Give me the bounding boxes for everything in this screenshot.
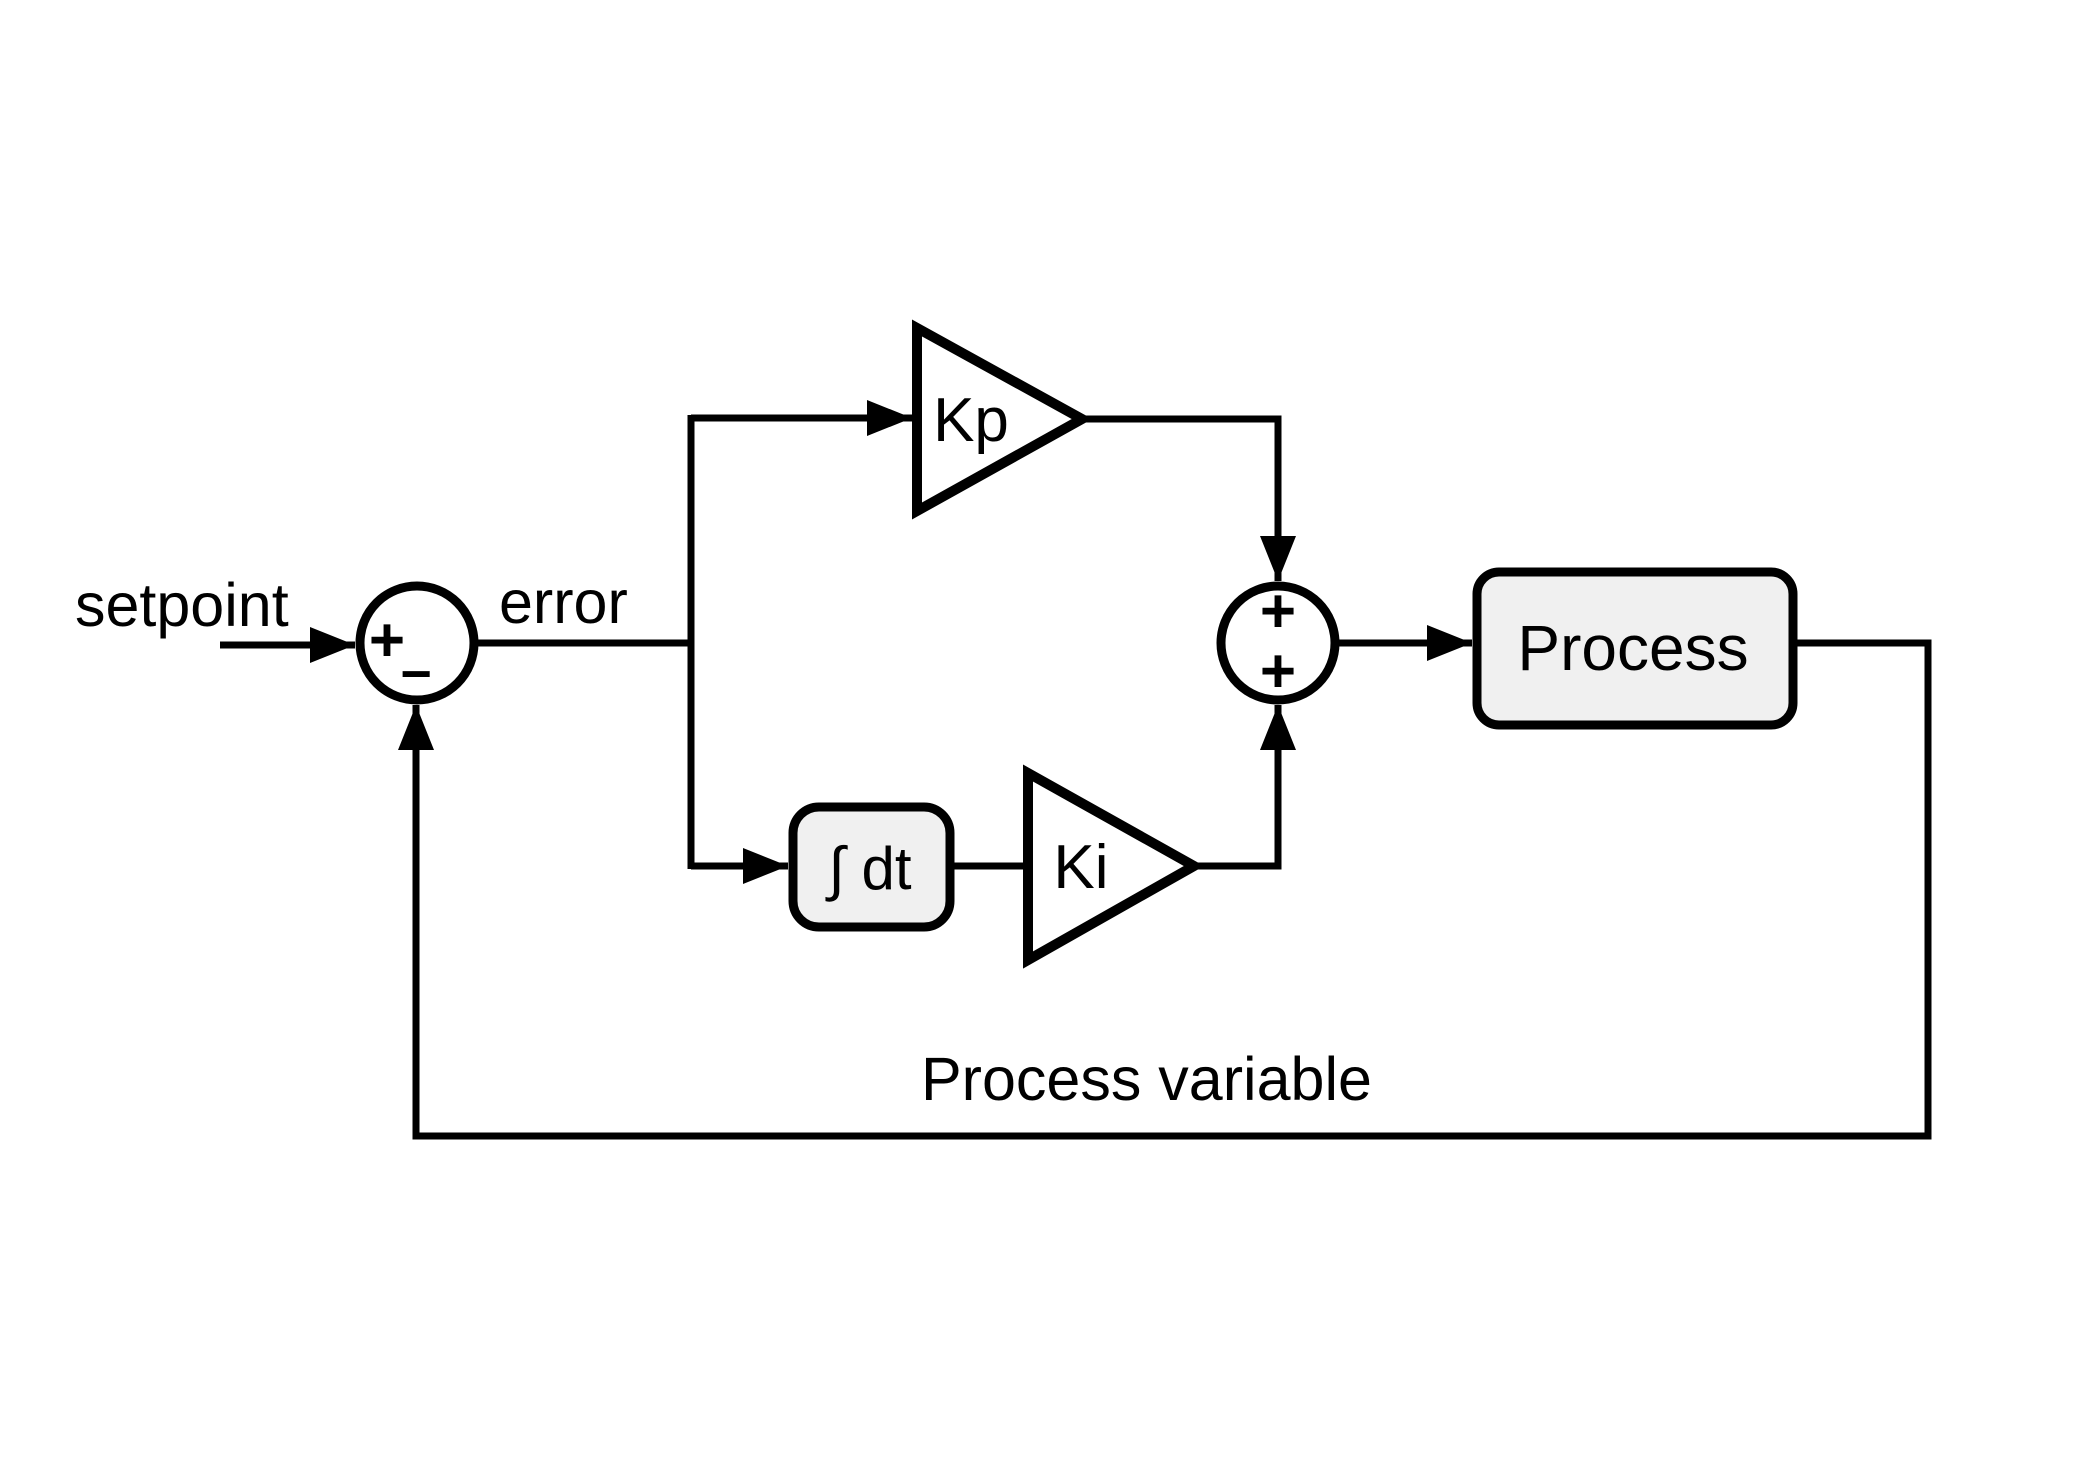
ki-label: Ki xyxy=(1053,833,1108,902)
sum1-minus-sign: − xyxy=(400,644,432,704)
ki-gain-block xyxy=(1023,764,1205,969)
integrator-block xyxy=(788,802,955,932)
error-label: error xyxy=(499,568,628,636)
sum1-plus-sign: + xyxy=(369,606,405,675)
integrator-label: ∫ dt xyxy=(825,835,911,902)
kp-label: Kp xyxy=(933,386,1009,455)
setpoint-label: setpoint xyxy=(75,571,289,639)
wire-ki-output xyxy=(1194,705,1296,870)
sum2-plus-bottom-sign: + xyxy=(1260,637,1296,706)
wire-feedback-loop xyxy=(398,639,1932,1140)
sum-junction-controller-output xyxy=(1216,581,1340,705)
sum-junction-error xyxy=(355,581,479,705)
process-variable-label: Process variable xyxy=(921,1045,1372,1113)
kp-gain-block xyxy=(912,319,1093,520)
process-label: Process xyxy=(1517,612,1748,684)
process-block xyxy=(1472,567,1798,730)
sum2-plus-top-sign: + xyxy=(1260,577,1296,646)
wire-kp-output xyxy=(1082,415,1296,581)
